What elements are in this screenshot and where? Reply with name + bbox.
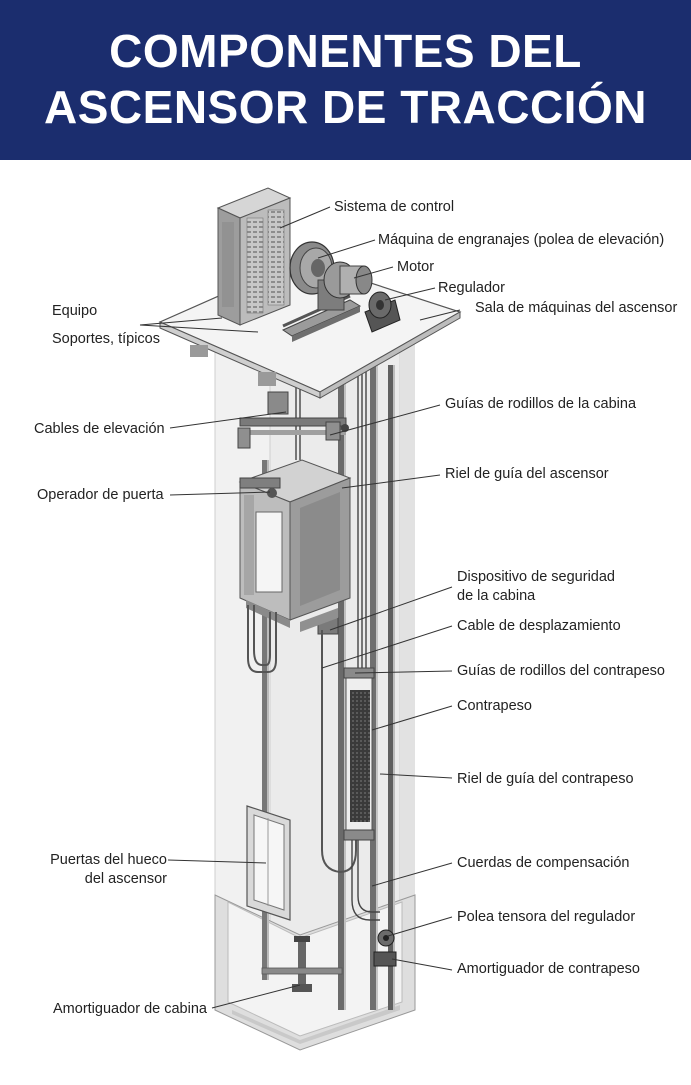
label-equipment: Equipo [52, 303, 98, 319]
label-control-system: Sistema de control [334, 199, 455, 215]
label-car-roller-guides: Guías de rodillos de la cabina [445, 396, 637, 412]
control-system-cabinet [216, 187, 292, 326]
label-counterweight-roller-guides: Guías de rodillos del contrapeso [457, 663, 665, 679]
label-counterweight: Contrapeso [457, 698, 532, 714]
elevator-illustration [139, 187, 462, 1051]
title-line-1: COMPONENTES DEL [109, 25, 582, 77]
elevator-car [238, 459, 352, 628]
elevator-diagram: Sistema de control Máquina de engranajes… [0, 160, 691, 1080]
motor [323, 261, 373, 299]
label-motor: Motor [397, 259, 435, 275]
counterweight-buffer [373, 951, 397, 967]
title-banner: COMPONENTES DEL ASCENSOR DE TRACCIÓN [0, 0, 691, 160]
car-frame [237, 391, 349, 449]
governor-tension-sheave [377, 929, 395, 947]
traveling-cable [247, 605, 357, 874]
label-governor: Regulador [438, 280, 505, 296]
label-compensation-ropes: Cuerdas de compensación [457, 855, 630, 871]
label-counterweight-guide-rail: Riel de guía del contrapeso [457, 771, 634, 787]
label-supports: Soportes, típicos [52, 331, 160, 347]
title-line-2: ASCENSOR DE TRACCIÓN [44, 81, 647, 133]
label-car-buffer: Amortiguador de cabina [53, 1001, 207, 1017]
label-machine-room: Sala de máquinas del ascensor [475, 300, 678, 316]
label-governor-tension-sheave: Polea tensora del regulador [457, 909, 636, 925]
guide-rails [262, 365, 395, 1010]
label-hoist-cables: Cables de elevación [34, 421, 165, 437]
label-gear-machine: Máquina de engranajes (polea de elevació… [378, 232, 665, 248]
label-traveling-cable: Cable de desplazamiento [457, 618, 621, 634]
counterweight [343, 667, 375, 841]
label-car-safety-line1: Dispositivo de seguridad [457, 569, 615, 585]
label-counterweight-buffer: Amortiguador de contrapeso [457, 961, 640, 977]
label-hoistway-doors-line2: del ascensor [84, 871, 167, 887]
label-car-guide-rail: Riel de guía del ascensor [445, 466, 609, 482]
governor [364, 291, 401, 333]
label-car-safety-line2: de la cabina [457, 588, 536, 604]
hoistway-door [246, 805, 291, 921]
label-door-operator: Operador de puerta [37, 487, 164, 503]
car-buffer [261, 936, 343, 992]
compensation-ropes [351, 840, 380, 921]
label-hoistway-doors-line1: Puertas del hueco [50, 852, 167, 868]
leader-lines [139, 206, 461, 1009]
